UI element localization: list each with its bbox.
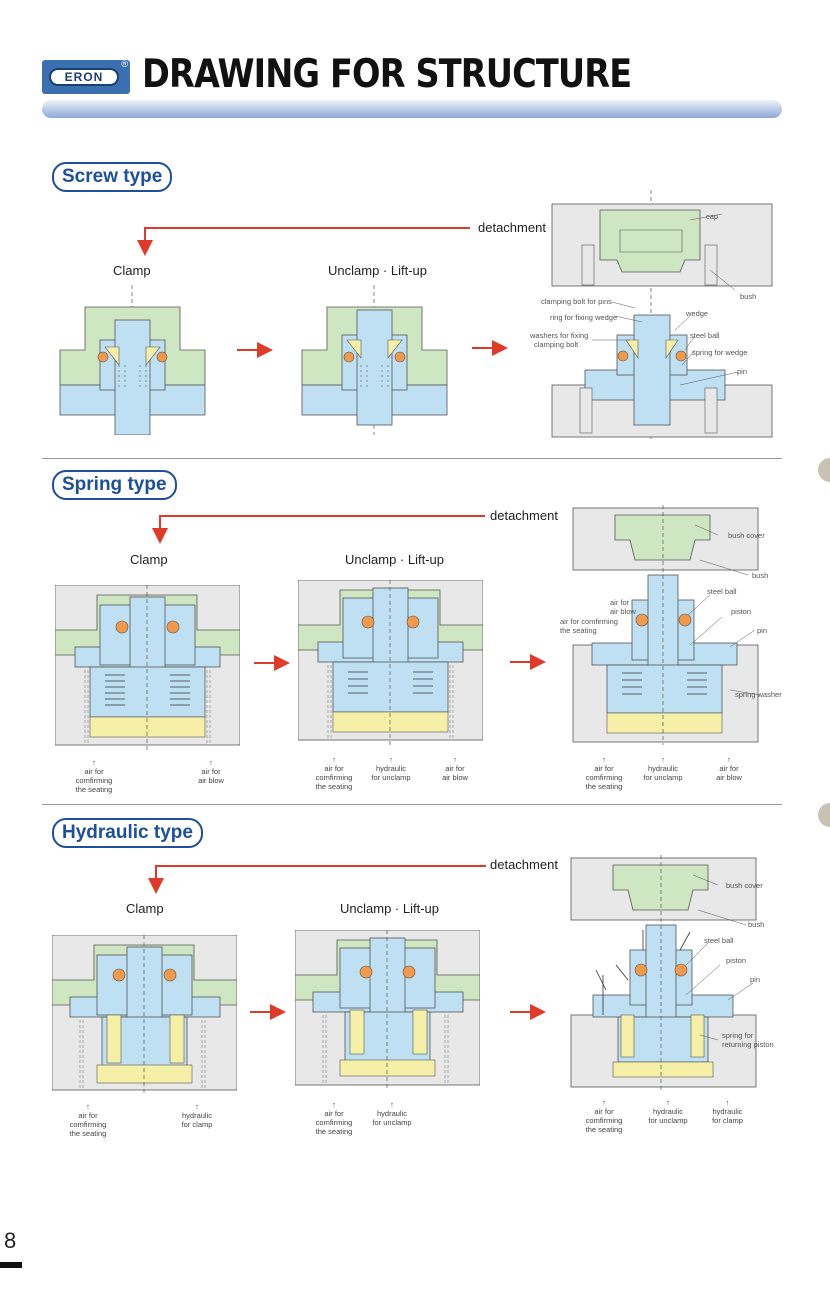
part-label-piston: piston [726, 956, 747, 965]
part-label-bush-cover: bush cover [726, 881, 763, 890]
clamp-label: Clamp [130, 552, 168, 567]
unclamp-label: Unclamp · Lift-up [340, 901, 439, 916]
part-label-spring-2: returning piston [722, 1040, 774, 1049]
part-label-ring: ring for fixing wedge [550, 313, 618, 322]
arrow-screw-1 [237, 342, 273, 358]
part-label-spring-wedge: spring for wedge [692, 348, 748, 357]
part-label-spring: spring for [722, 1031, 754, 1040]
spring-detach-drawing [572, 505, 760, 745]
part-label-clamping-bolt: clamping bolt for pins [541, 297, 612, 306]
part-label-bush: bush [748, 920, 765, 929]
unclamp-label: Unclamp · Lift-up [345, 552, 444, 567]
section-heading-hydraulic: Hydraulic type [52, 818, 203, 848]
part-label-spring-washer: spring washer [735, 690, 782, 699]
screw-detach-drawing [551, 190, 773, 440]
arrow-screw-2 [472, 340, 508, 356]
part-label-wedge: wedge [686, 309, 709, 318]
spring-unclamp-drawing [298, 580, 483, 745]
part-label-steel-ball: steel ball [704, 936, 734, 945]
part-label-air-confirm: air for comfirming [560, 617, 618, 626]
part-label-pin: pin [757, 626, 768, 635]
registered-mark: ® [121, 59, 128, 69]
spring-clamp-drawing [55, 585, 240, 750]
arrow-spring-1 [254, 655, 290, 671]
detachment-label: detachment [478, 220, 546, 235]
part-label-bush-cover: bush cover [728, 531, 765, 540]
page-number: 8 [4, 1228, 17, 1253]
section-heading-spring: Spring type [52, 470, 177, 500]
section-heading-screw: Screw type [52, 162, 173, 192]
part-label-steel-ball: steel ball [707, 587, 737, 596]
detachment-label: detachment [490, 857, 558, 872]
clamp-label: Clamp [126, 901, 164, 916]
part-label-air-blow: air for [610, 598, 630, 607]
detach-arrow-hydraulic [148, 865, 486, 894]
part-label-pin: pin [737, 367, 748, 376]
arrow-hydraulic-2 [510, 1004, 546, 1020]
section-divider [42, 804, 782, 805]
hydraulic-clamp-drawing [52, 935, 237, 1095]
arrow-spring-2 [510, 654, 546, 670]
page-number-bar [0, 1262, 22, 1268]
hydraulic-unclamp-drawing [295, 930, 480, 1090]
part-label-air-confirm-2: the seating [560, 626, 597, 635]
part-label-air-blow-2: air blow [610, 607, 636, 616]
header-bar [42, 100, 782, 118]
eron-logo: ERON ® [42, 59, 130, 94]
screw-clamp-drawing [59, 285, 206, 435]
section-divider [42, 458, 782, 459]
part-label-bush: bush [740, 292, 757, 301]
page-title: DRAWING FOR STRUCTURE [142, 52, 632, 97]
clamp-label: Clamp [113, 263, 151, 278]
part-label-pin: pin [750, 975, 761, 984]
part-label-washers: washers for fixing [530, 331, 589, 340]
part-label-piston: piston [731, 607, 752, 616]
detach-arrow-spring [152, 515, 485, 544]
detach-arrow-screw [137, 227, 470, 256]
part-label-washers-2: clamping bolt [534, 340, 579, 349]
arrow-hydraulic-1 [250, 1004, 286, 1020]
logo-text: ERON [49, 68, 119, 86]
unclamp-label: Unclamp · Lift-up [328, 263, 427, 278]
hydraulic-detach-drawing [570, 855, 757, 1090]
part-label-cap: cap [706, 212, 719, 221]
part-label-steel-ball: steel ball [690, 331, 720, 340]
binder-hole [818, 458, 830, 482]
screw-unclamp-drawing [301, 285, 448, 435]
detachment-label: detachment [490, 508, 558, 523]
binder-hole [818, 803, 830, 827]
part-label-bush: bush [752, 571, 769, 580]
